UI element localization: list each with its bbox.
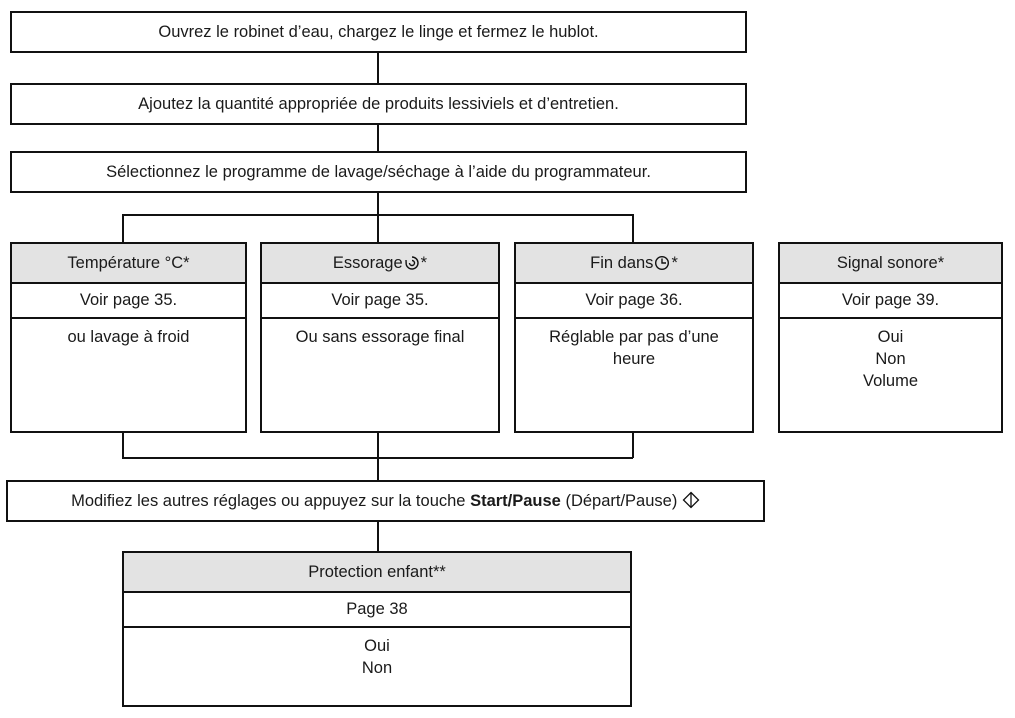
- option-description: Oui Non: [361, 637, 393, 677]
- option-temperature: Température °C* Voir page 35. ou lavage …: [10, 242, 247, 433]
- option-spin: Essorage * Voir page 35. Ou sans essorag…: [260, 242, 500, 433]
- option-page-ref: Voir page 36.: [516, 284, 752, 319]
- clock-icon: [655, 255, 670, 271]
- option-description: Réglable par pas d’une heure: [549, 328, 719, 368]
- step-box-add-detergent: Ajoutez la quantité appropriée de produi…: [10, 83, 747, 125]
- connector-line: [377, 214, 379, 243]
- option-page-ref: Page 38: [124, 593, 630, 628]
- connector-line: [632, 214, 634, 243]
- connector-line: [377, 522, 379, 552]
- step-text: Ajoutez la quantité appropriée de produi…: [138, 94, 619, 113]
- step-text: Sélectionnez le programme de lavage/séch…: [106, 162, 651, 181]
- start-pause-label: Start/Pause: [470, 492, 561, 510]
- option-page-ref: Voir page 35.: [262, 284, 498, 319]
- spin-icon: [404, 256, 419, 270]
- option-page-ref: Voir page 35.: [12, 284, 245, 319]
- option-sound-signal: Signal sonore* Voir page 39. Oui Non Vol…: [778, 242, 1003, 433]
- option-description: Ou sans essorage final: [295, 328, 465, 346]
- option-header: Signal sonore*: [780, 244, 1001, 284]
- connector-line: [377, 432, 379, 458]
- connector-line: [122, 432, 124, 458]
- option-page-ref: Voir page 39.: [780, 284, 1001, 319]
- connector-line: [377, 193, 379, 215]
- step-box-select-program: Sélectionnez le programme de lavage/séch…: [10, 151, 747, 193]
- connector-line: [632, 432, 634, 458]
- step-text: Modifiez les autres réglages ou appuyez …: [71, 491, 700, 511]
- step-text: Ouvrez le robinet d’eau, chargez le ling…: [158, 22, 599, 41]
- option-header: Fin dans *: [516, 244, 752, 284]
- connector-line: [377, 53, 379, 83]
- option-end-time: Fin dans * Voir page 36. Réglable par pa…: [514, 242, 754, 433]
- step-box-start-pause: Modifiez les autres réglages ou appuyez …: [6, 480, 765, 522]
- option-child-lock: Protection enfant** Page 38 Oui Non: [122, 551, 632, 707]
- option-header: Protection enfant**: [124, 553, 630, 593]
- option-header: Température °C*: [12, 244, 245, 284]
- start-pause-icon: [682, 491, 700, 509]
- connector-line: [377, 125, 379, 151]
- option-header: Essorage *: [262, 244, 498, 284]
- connector-line: [122, 214, 124, 243]
- step-box-open-load: Ouvrez le robinet d’eau, chargez le ling…: [10, 11, 747, 53]
- option-description: Oui Non Volume: [862, 328, 919, 390]
- option-description: ou lavage à froid: [67, 328, 190, 346]
- connector-line: [377, 457, 379, 481]
